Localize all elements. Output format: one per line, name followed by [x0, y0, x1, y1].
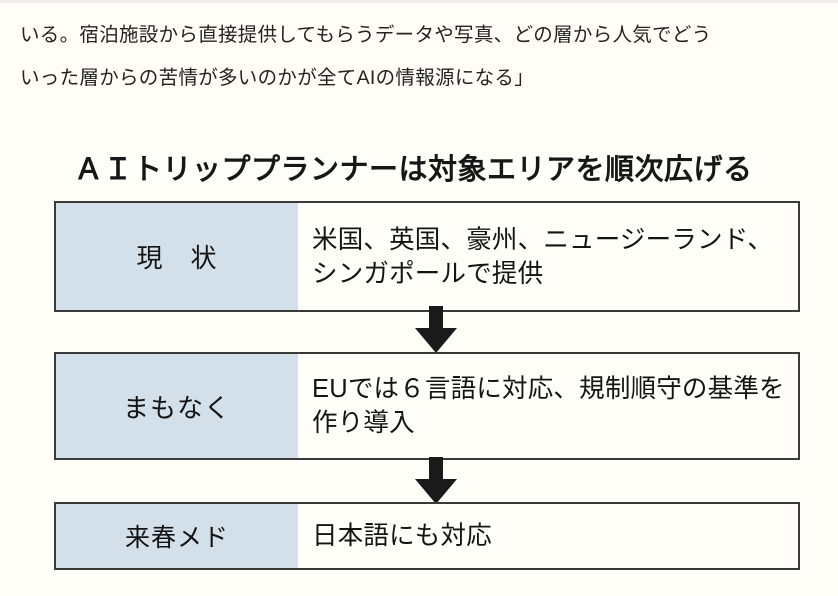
table-row: まもなく EUでは６言語に対応、規制順守の基準を作り導入 — [54, 352, 800, 460]
row-text-current: 米国、英国、豪州、ニュージーランド、シンガポールで提供 — [312, 225, 774, 288]
top-hairline — [0, 0, 838, 3]
article-body: いる。宿泊施設から直接提供してもらうデータや写真、どの層から人気でどう いった層… — [20, 14, 826, 100]
table-row: 現 状 米国、英国、豪州、ニュージーランド、シンガポールで提供 — [54, 201, 800, 312]
figure-title: ＡＩトリッププランナーは対象エリアを順次広げる — [74, 154, 753, 186]
down-arrow-icon — [412, 457, 460, 505]
row-label-next-spring: 来春メド — [56, 504, 298, 568]
article-line: いった層からの苦情が多いのかが全てAIの情報源になる」 — [20, 67, 535, 89]
row-text-next-spring: 日本語にも対応 — [312, 522, 492, 550]
row-text-soon: EUでは６言語に対応、規制順守の基準を作り導入 — [312, 375, 785, 437]
table-row: 来春メド 日本語にも対応 — [54, 502, 800, 570]
row-label-soon: まもなく — [56, 354, 298, 458]
down-arrow-icon — [412, 306, 460, 354]
article-line: いる。宿泊施設から直接提供してもらうデータや写真、どの層から人気でどう — [20, 24, 712, 46]
figure-panel: ＡＩトリッププランナーは対象エリアを順次広げる 現 状 米国、英国、豪州、ニュー… — [38, 134, 828, 586]
row-label-current: 現 状 — [56, 203, 298, 310]
